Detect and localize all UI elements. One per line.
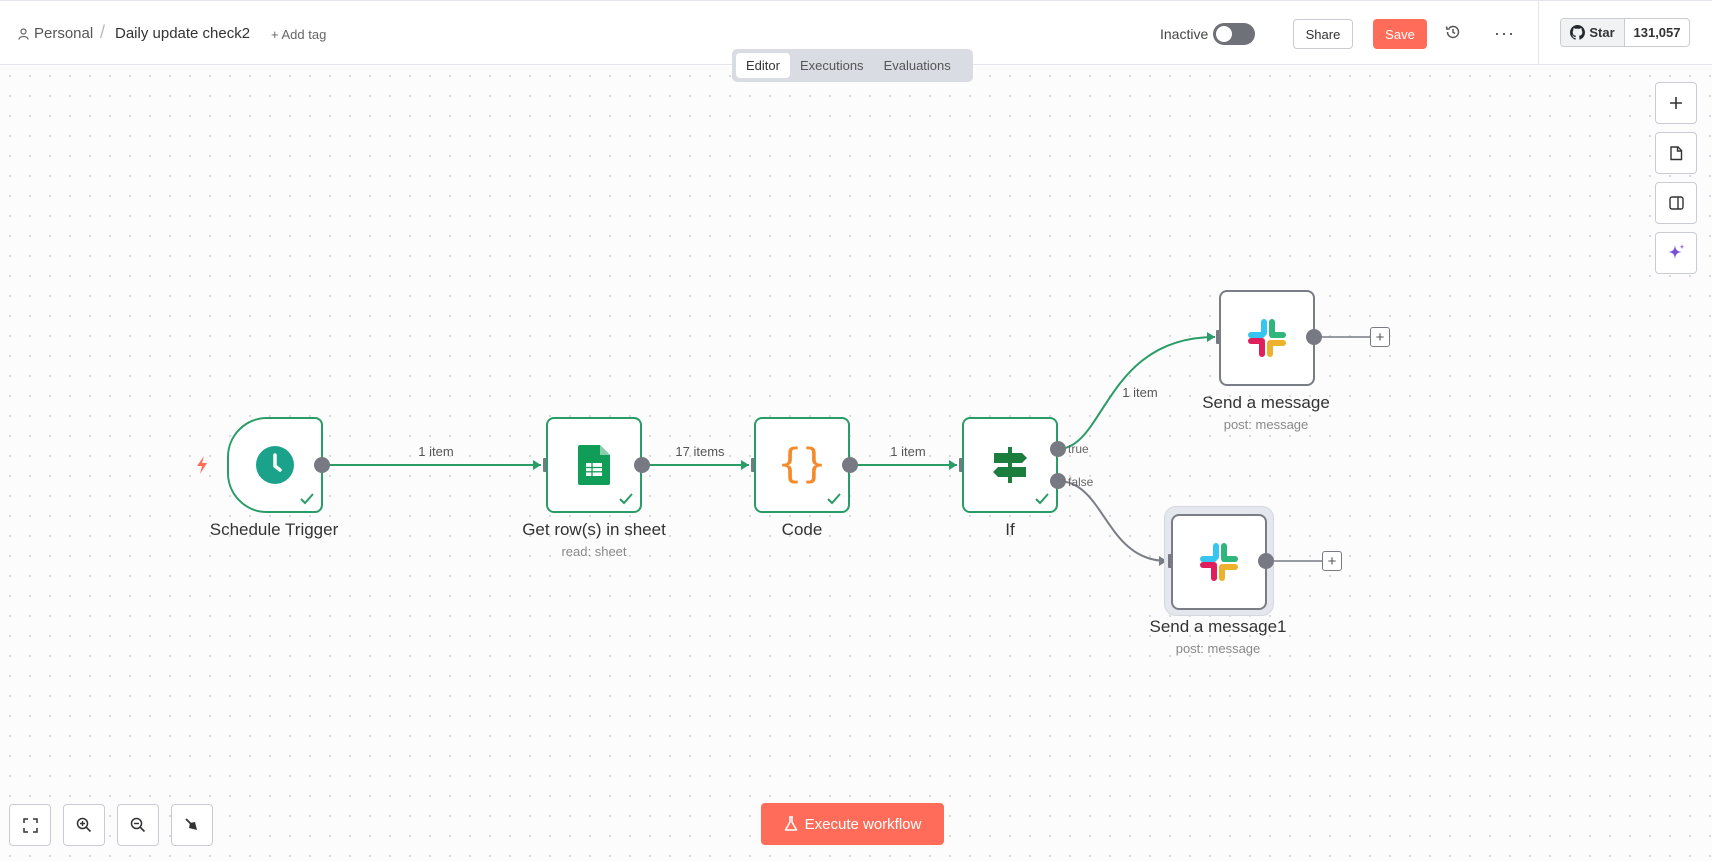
- svg-text:{}: {}: [780, 443, 824, 487]
- success-check-icon: [827, 493, 841, 505]
- zoom-in-button[interactable]: [63, 804, 105, 846]
- tab-evaluations[interactable]: Evaluations: [883, 58, 951, 73]
- github-star-label: Star: [1589, 25, 1615, 40]
- slack-icon: [1248, 319, 1286, 357]
- flask-icon: [784, 816, 797, 831]
- branch-label-true: true: [1068, 442, 1089, 456]
- success-check-icon: [1035, 493, 1049, 505]
- node-label: Send a message: [1202, 393, 1330, 412]
- output-handle-false[interactable]: [1050, 473, 1066, 489]
- active-toggle[interactable]: [1213, 23, 1255, 45]
- node-label: Get row(s) in sheet: [522, 520, 666, 539]
- panel-right-icon: [1668, 196, 1684, 210]
- github-star-widget[interactable]: Star 131,057: [1560, 18, 1690, 47]
- node-subtitle: post: message: [1175, 641, 1261, 656]
- output-handle[interactable]: [634, 457, 650, 473]
- node-subtitle: read: sheet: [561, 544, 627, 559]
- trigger-bolt-icon: [197, 456, 207, 474]
- edge-label: 1 item: [1122, 385, 1158, 400]
- add-node-panel-button[interactable]: [1655, 82, 1697, 124]
- user-icon: [18, 27, 29, 40]
- ai-assistant-button[interactable]: [1655, 232, 1697, 274]
- curly-braces-icon: {}: [780, 443, 824, 487]
- execute-workflow-button[interactable]: Execute workflow: [761, 803, 944, 845]
- github-star-button[interactable]: Star: [1561, 19, 1625, 46]
- execute-workflow-label: Execute workflow: [804, 815, 922, 833]
- view-tabs: Editor Executions Evaluations: [732, 49, 973, 82]
- signpost-icon: [993, 447, 1027, 483]
- edge-label: 1 item: [890, 444, 926, 459]
- edge-label: 1 item: [418, 444, 454, 459]
- node-schedule-trigger[interactable]: [227, 417, 323, 513]
- output-handle[interactable]: [1258, 553, 1274, 569]
- fit-view-icon: [22, 817, 38, 833]
- breadcrumb-project[interactable]: Personal: [18, 25, 93, 42]
- node-label: Send a message1: [1149, 617, 1287, 636]
- more-options-icon[interactable]: ···: [1494, 23, 1515, 43]
- share-button[interactable]: Share: [1293, 19, 1353, 49]
- success-check-icon: [300, 493, 314, 505]
- active-status-label: Inactive: [1160, 26, 1209, 42]
- sticky-note-icon: [1670, 145, 1683, 160]
- clock-icon: [256, 446, 294, 484]
- zoom-out-icon: [130, 817, 146, 833]
- node-label: If: [1005, 520, 1015, 539]
- github-icon: [1570, 25, 1586, 40]
- add-tag-button[interactable]: + Add tag: [271, 27, 327, 42]
- toggle-panel-button[interactable]: [1655, 182, 1697, 224]
- success-check-icon: [619, 493, 633, 505]
- node-label: Schedule Trigger: [209, 520, 339, 539]
- node-get-rows-in-sheet[interactable]: [546, 417, 642, 513]
- sticky-note-button[interactable]: [1655, 132, 1697, 174]
- zoom-in-icon: [76, 817, 92, 833]
- output-handle-true[interactable]: [1050, 441, 1066, 457]
- node-subtitle: post: message: [1223, 417, 1309, 432]
- zoom-out-button[interactable]: [117, 804, 159, 846]
- tab-editor[interactable]: Editor: [736, 53, 790, 78]
- node-send-a-message[interactable]: [1219, 290, 1315, 386]
- fit-view-button[interactable]: [9, 804, 51, 846]
- tidy-up-button[interactable]: [171, 804, 213, 846]
- node-send-a-message1[interactable]: [1171, 514, 1267, 610]
- node-if[interactable]: [962, 417, 1058, 513]
- add-node-button[interactable]: +: [1322, 551, 1342, 571]
- node-code[interactable]: {}: [754, 417, 850, 513]
- toggle-knob: [1216, 26, 1232, 42]
- sparkles-icon: [1668, 244, 1685, 259]
- branch-label-false: false: [1068, 475, 1094, 489]
- output-handle[interactable]: [314, 457, 330, 473]
- edge-label: 17 items: [675, 444, 725, 459]
- output-handle[interactable]: [1306, 329, 1322, 345]
- google-sheets-icon: [578, 445, 610, 485]
- breadcrumb-project-label: Personal: [34, 25, 94, 42]
- add-node-button[interactable]: +: [1370, 327, 1390, 347]
- history-icon[interactable]: [1444, 23, 1462, 46]
- github-star-count: 131,057: [1633, 25, 1681, 40]
- slack-icon: [1200, 543, 1238, 581]
- workflow-name[interactable]: Daily update check2: [115, 25, 251, 42]
- output-handle[interactable]: [842, 457, 858, 473]
- save-button[interactable]: Save: [1373, 19, 1427, 49]
- header-divider: [1538, 1, 1539, 65]
- tab-executions[interactable]: Executions: [799, 58, 864, 73]
- plus-icon: [1670, 97, 1682, 109]
- node-label: Code: [781, 520, 823, 539]
- breadcrumb-separator: /: [100, 22, 106, 42]
- broom-icon: [185, 818, 197, 830]
